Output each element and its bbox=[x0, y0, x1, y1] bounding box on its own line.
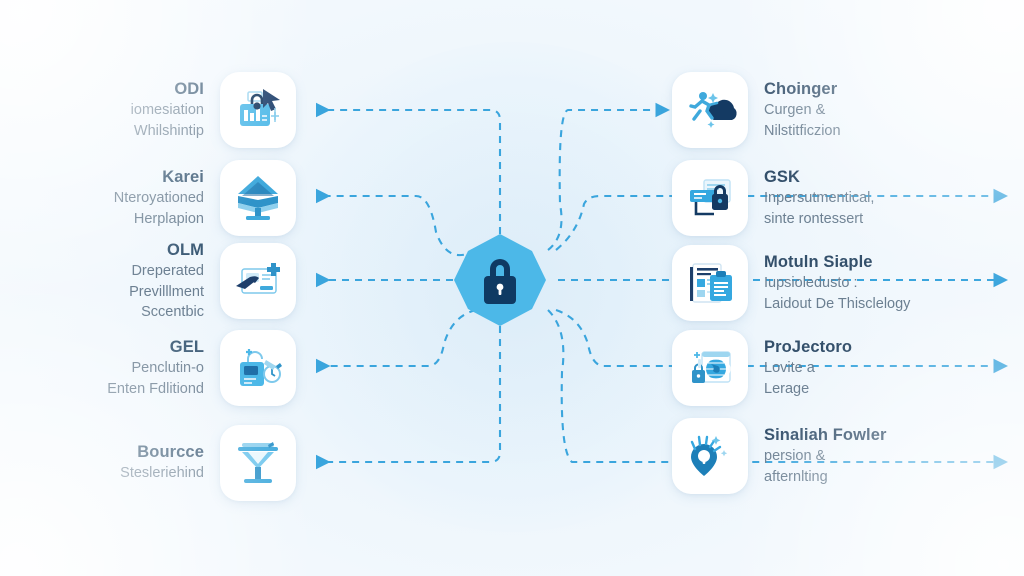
node-icon-tile[interactable] bbox=[220, 243, 296, 320]
node-subtitle-line: Laidout De Thisclelogy bbox=[764, 295, 911, 312]
node-row-left-5[interactable]: Bourcce Stesleriehind bbox=[0, 425, 296, 501]
node-row-right-5[interactable]: Sinaliah Fowler persion & afternlting bbox=[672, 418, 1002, 494]
node-labels: Karei Nteroyationed Herplapion bbox=[114, 167, 204, 229]
node-subtitle-line: Lerage bbox=[764, 380, 810, 397]
node-subtitle-line: persion & bbox=[764, 447, 826, 464]
node-title: GEL bbox=[169, 337, 204, 356]
node-row-left-2[interactable]: Karei Nteroyationed Herplapion bbox=[0, 160, 296, 236]
document-clipboard-icon bbox=[690, 263, 732, 303]
node-subtitle-line: Curgen & bbox=[764, 101, 826, 118]
id-badge-arrow-icon bbox=[240, 89, 280, 126]
node-labels: ODI iomesiation Whilshintip bbox=[131, 79, 204, 141]
node-title: ODI bbox=[174, 79, 204, 98]
node-subtitle-line: Whilshintip bbox=[133, 122, 204, 139]
node-subtitle-line: Enten Fdlitiond bbox=[107, 380, 204, 397]
node-title: GSK bbox=[764, 167, 801, 186]
node-labels: ProJectoro Lovite a Lerage bbox=[764, 337, 852, 399]
central-hub[interactable] bbox=[452, 232, 548, 328]
node-subtitle-line: Previlllment bbox=[129, 283, 204, 300]
node-subtitle-line: Nilstitficzion bbox=[764, 122, 841, 139]
node-icon-tile[interactable] bbox=[220, 160, 296, 236]
node-row-right-4[interactable]: ProJectoro Lovite a Lerage bbox=[672, 330, 1002, 406]
location-pin-sparkle-icon bbox=[690, 435, 728, 476]
lab-device-clock-icon bbox=[240, 349, 282, 386]
node-icon-tile[interactable] bbox=[220, 330, 296, 406]
node-row-left-4[interactable]: GEL Penclutin-o Enten Fdlitiond bbox=[0, 330, 296, 406]
node-labels: Sinaliah Fowler persion & afternlting bbox=[764, 425, 887, 487]
node-labels: GEL Penclutin-o Enten Fdlitiond bbox=[107, 337, 204, 399]
hand-medical-card-icon bbox=[236, 263, 280, 295]
node-row-left-1[interactable]: ODI iomesiation Whilshintip bbox=[0, 72, 296, 148]
node-icon-tile[interactable] bbox=[672, 160, 748, 236]
secure-window-lock-icon bbox=[690, 179, 731, 216]
runner-cloud-icon bbox=[689, 92, 737, 128]
node-labels: Choinger Curgen & Nilstitficzion bbox=[764, 79, 841, 141]
node-title: ProJectoro bbox=[764, 337, 853, 356]
node-labels: OLM Dreperated Previlllment Sccentbic bbox=[129, 240, 204, 323]
node-subtitle-line: Lovite a bbox=[764, 359, 815, 376]
open-book-stand-icon bbox=[238, 176, 278, 220]
node-labels: GSK Inpersutmentical, sinte rontessert bbox=[764, 167, 874, 229]
node-title: Bourcce bbox=[137, 443, 204, 462]
node-title: Sinaliah Fowler bbox=[764, 425, 887, 444]
node-subtitle-line: iomesiation bbox=[130, 101, 204, 118]
node-subtitle-line: Penclutin-o bbox=[131, 359, 204, 376]
node-title: OLM bbox=[167, 241, 204, 259]
node-icon-tile[interactable] bbox=[220, 425, 296, 501]
node-subtitle-line: sinte rontessert bbox=[764, 210, 864, 227]
node-labels: Motuln Siaple Iupsioledusto : Laidout De… bbox=[764, 252, 910, 314]
node-icon-tile[interactable] bbox=[672, 245, 748, 321]
node-subtitle-line: Iupsioledusto : bbox=[764, 274, 858, 291]
globe-browser-lock-icon bbox=[692, 351, 731, 383]
node-icon-tile[interactable] bbox=[672, 72, 748, 148]
node-icon-tile[interactable] bbox=[672, 330, 748, 406]
node-title: Choinger bbox=[764, 79, 838, 98]
funnel-filter-icon bbox=[238, 442, 278, 483]
node-subtitle-line: Dreperated bbox=[131, 263, 204, 280]
node-row-right-3[interactable]: Motuln Siaple Iupsioledusto : Laidout De… bbox=[672, 245, 1002, 321]
node-icon-tile[interactable] bbox=[672, 418, 748, 494]
node-subtitle-line: Sccentbic bbox=[141, 304, 204, 321]
node-title: Motuln Siaple bbox=[764, 252, 873, 271]
node-row-left-3[interactable]: OLM Dreperated Previlllment Sccentbic bbox=[0, 240, 296, 323]
node-title: Karei bbox=[162, 167, 204, 186]
node-row-right-2[interactable]: GSK Inpersutmentical, sinte rontessert bbox=[672, 160, 1002, 236]
node-subtitle-line: Nteroyationed bbox=[113, 189, 204, 206]
node-icon-tile[interactable] bbox=[220, 72, 296, 148]
node-subtitle-line: Inpersutmentical, bbox=[764, 189, 875, 206]
node-labels: Bourcce Stesleriehind bbox=[120, 442, 204, 484]
node-subtitle-line: afternlting bbox=[764, 468, 828, 485]
node-subtitle-line: Herplapion bbox=[133, 210, 204, 227]
node-subtitle-line: Stesleriehind bbox=[120, 465, 204, 482]
node-row-right-1[interactable]: Choinger Curgen & Nilstitficzion bbox=[672, 72, 1002, 148]
